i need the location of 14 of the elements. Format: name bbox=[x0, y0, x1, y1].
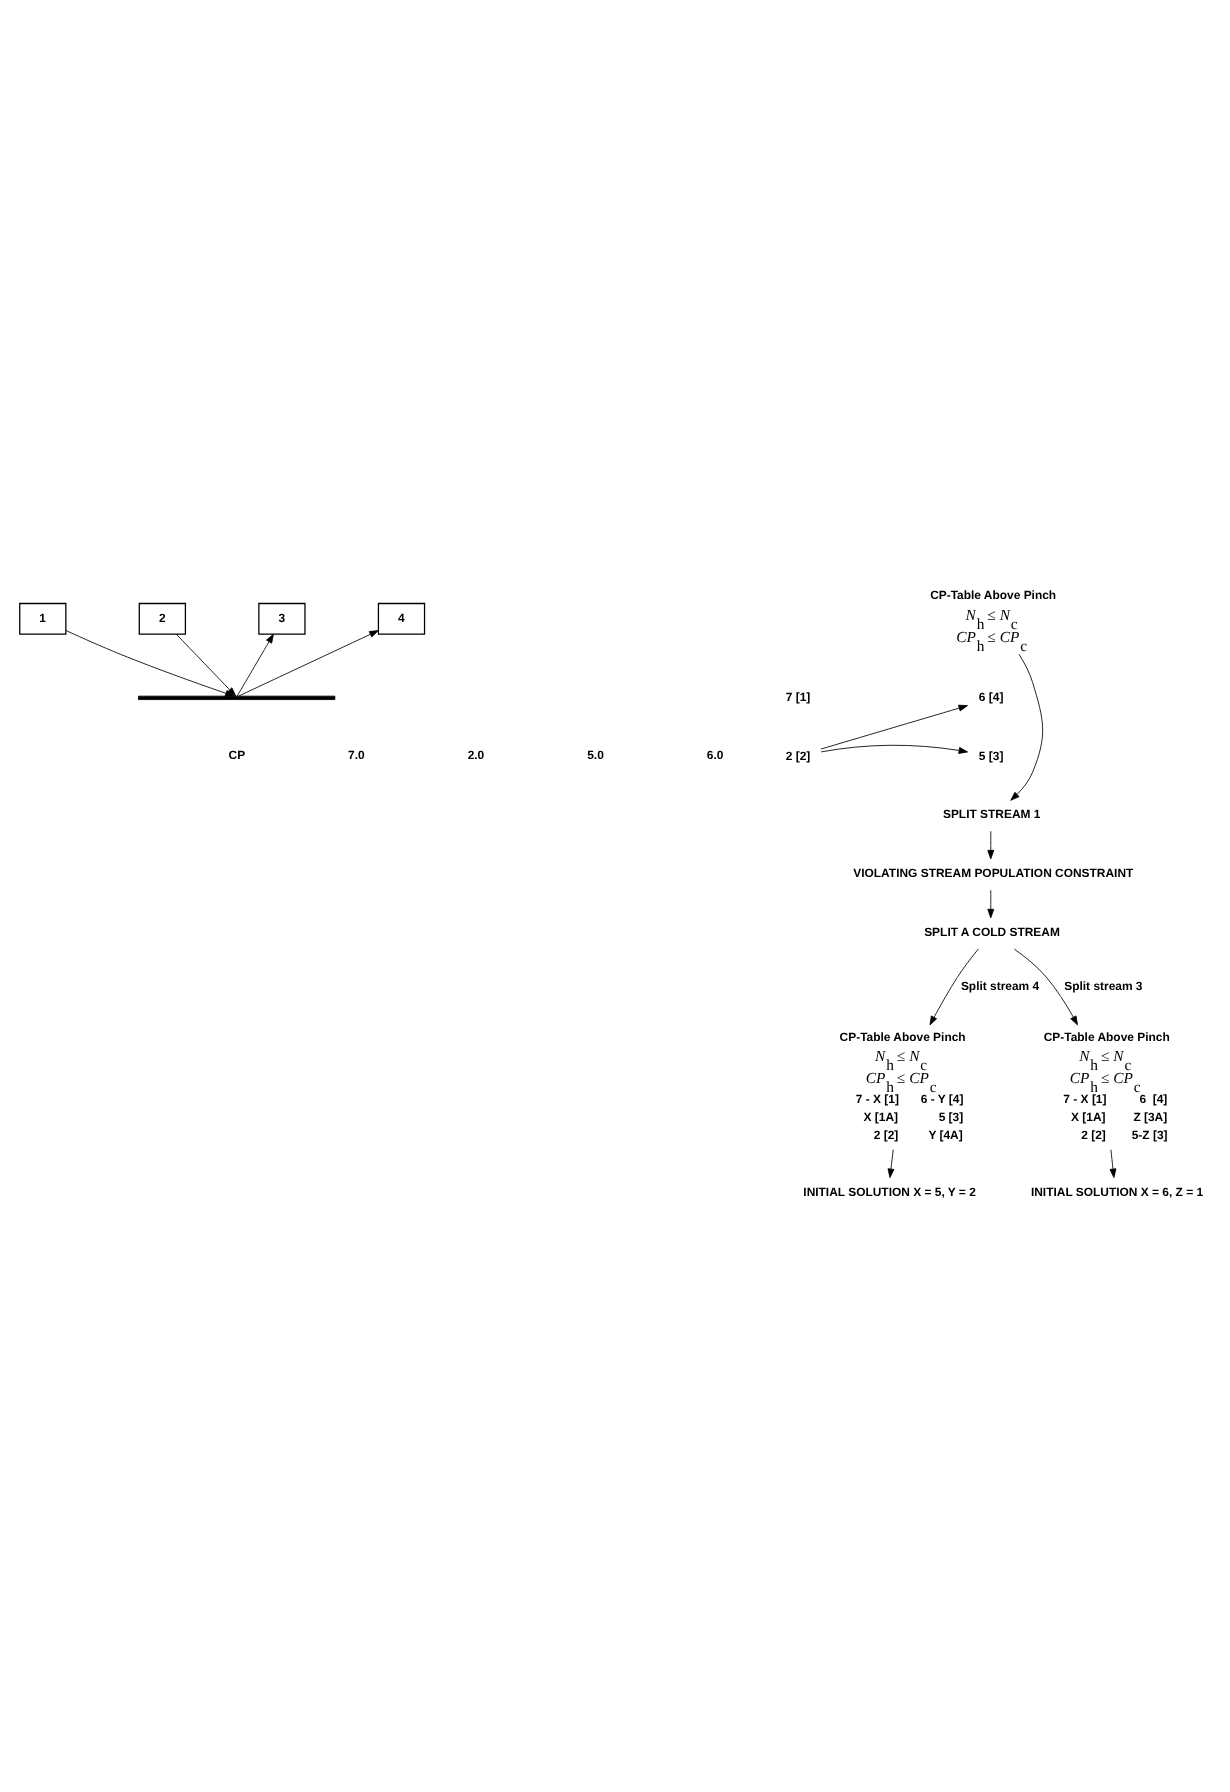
arrow bbox=[1013, 948, 1078, 1026]
node-bar bbox=[138, 695, 336, 700]
arrow bbox=[820, 744, 968, 754]
arrow bbox=[65, 630, 235, 697]
arrow bbox=[987, 830, 995, 860]
arrow bbox=[236, 633, 274, 697]
arrow bbox=[987, 889, 995, 919]
arrow bbox=[929, 948, 979, 1026]
arrow bbox=[238, 630, 379, 697]
arrow bbox=[1109, 1149, 1117, 1178]
arrow bbox=[1010, 653, 1044, 801]
arrow bbox=[175, 633, 237, 697]
arrow bbox=[887, 1149, 895, 1178]
arrow bbox=[820, 704, 968, 750]
